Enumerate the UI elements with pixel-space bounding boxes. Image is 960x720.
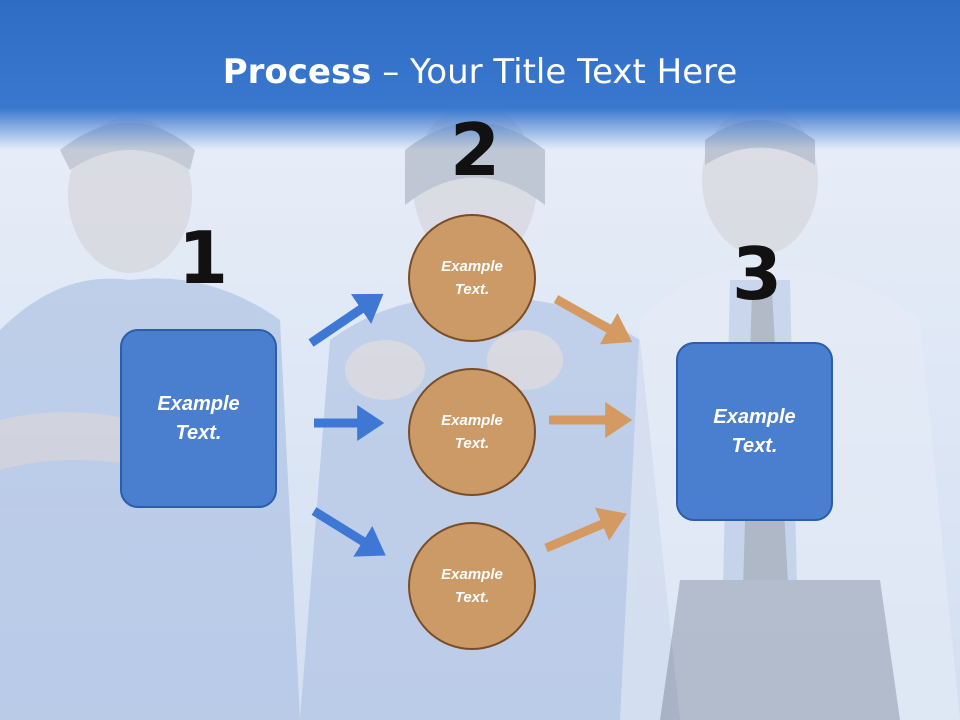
title-bold-part: Process <box>222 52 372 92</box>
circle-bottom-line1: Example <box>441 566 503 583</box>
title-rest-part: – Your Title Text Here <box>371 52 738 92</box>
circle-top-line1: Example <box>441 258 503 275</box>
arrow-circle1-to-box3 <box>553 295 633 345</box>
step1-box[interactable]: Example Text. <box>120 329 277 508</box>
circle-middle-line1: Example <box>441 412 503 429</box>
step-number-3: 3 <box>732 232 783 316</box>
step3-line1: Example <box>713 405 796 428</box>
title-banner <box>0 0 960 150</box>
arrow-box1-to-circle1 <box>308 293 384 347</box>
arrow-circle3-to-box3 <box>544 507 627 553</box>
step1-line2: Text. <box>175 421 222 444</box>
slide-title: Process – Your Title Text Here <box>0 52 960 92</box>
circle-top-line2: Text. <box>454 281 490 298</box>
step3-line2: Text. <box>731 434 778 457</box>
step2-circle-top[interactable]: Example Text. <box>408 214 536 342</box>
step3-box[interactable]: Example Text. <box>676 342 833 521</box>
step1-box-text: Example Text. <box>157 390 239 448</box>
arrow-box1-to-circle3 <box>311 507 386 557</box>
step2-circle-bottom[interactable]: Example Text. <box>408 522 536 650</box>
circle-bottom-line2: Text. <box>454 589 490 606</box>
step2-circle-middle[interactable]: Example Text. <box>408 368 536 496</box>
circle-middle-line2: Text. <box>454 435 490 452</box>
step1-line1: Example <box>157 392 240 415</box>
step-number-1: 1 <box>178 216 229 300</box>
step-number-2: 2 <box>450 108 501 192</box>
step3-box-text: Example Text. <box>713 403 795 461</box>
